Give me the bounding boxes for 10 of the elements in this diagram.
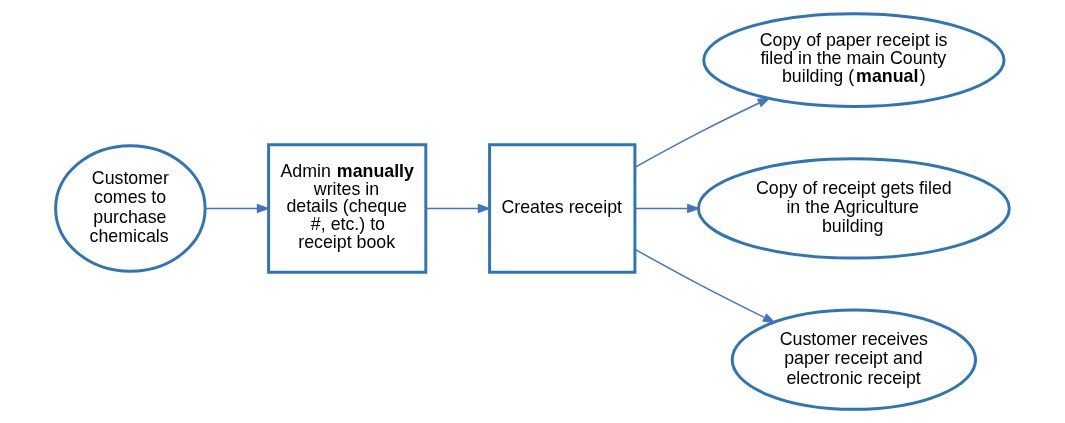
arrow — [425, 203, 492, 214]
arrow — [204, 203, 271, 214]
node-ellipse: Customer receives paper receipt and electronic receipt — [730, 308, 978, 411]
arrow — [634, 203, 701, 214]
node-ellipse: Copy of receipt gets filed in the Agriculture building — [696, 157, 1011, 260]
node-box: Admin manually writes in details (cheque #, etc.) to receipt book — [267, 143, 428, 274]
arrow — [634, 248, 777, 324]
node-ellipse: Customer comes to purchase chemicals — [54, 144, 207, 273]
arrow — [634, 97, 771, 168]
node-box: Creates receipt — [488, 143, 637, 274]
